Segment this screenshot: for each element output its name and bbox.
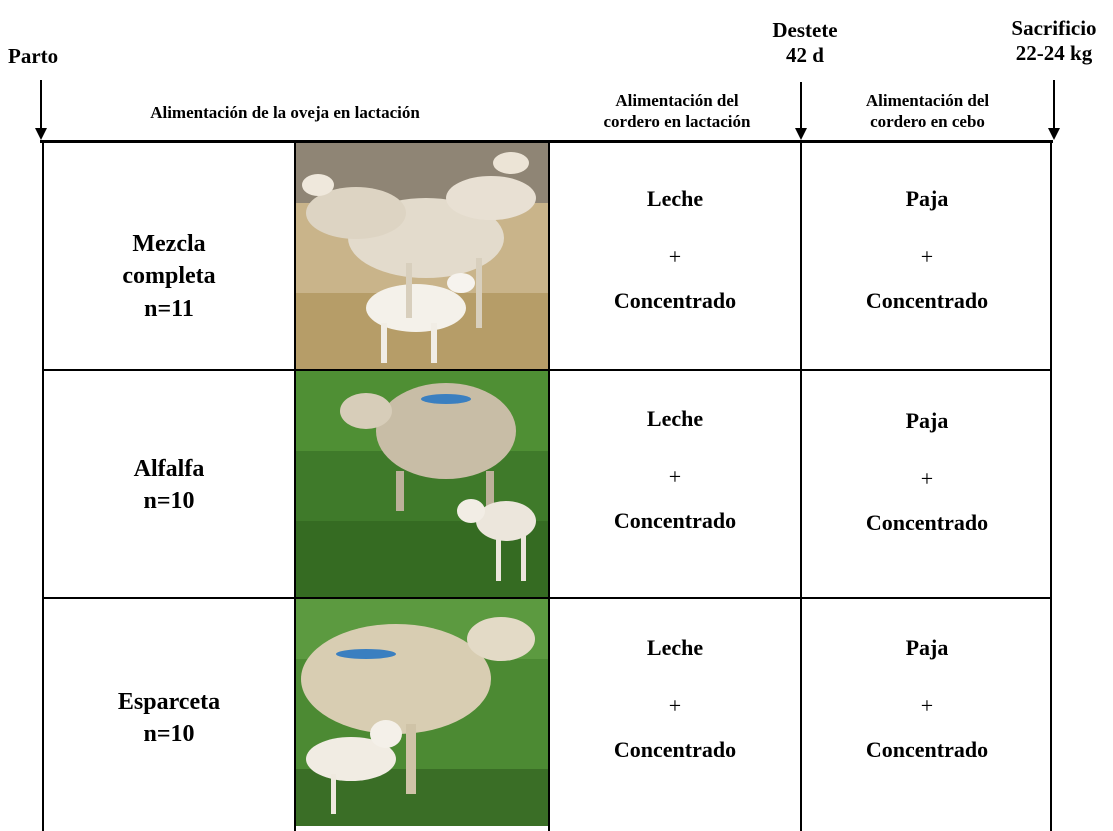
feed-a: Leche	[646, 406, 704, 431]
parto-label: Parto	[8, 44, 59, 68]
header-cordero-cebo: Alimentación del cordero en cebo	[810, 90, 1045, 133]
fattening-feed-3: Paja + Concentrado	[802, 635, 1052, 763]
feed-b: Concentrado	[865, 510, 989, 535]
feed-a: Leche	[646, 635, 704, 660]
lactation-feed-1: Leche + Concentrado	[550, 186, 800, 314]
feed-plus: +	[668, 244, 682, 269]
group-n: n=11	[144, 295, 194, 322]
parto-arrow-line	[40, 80, 42, 130]
photo-alfalfa	[296, 371, 548, 597]
feed-b: Concentrado	[613, 737, 737, 762]
feed-plus: +	[920, 466, 934, 491]
group-name-line2: completa	[122, 263, 216, 290]
feed-b: Concentrado	[865, 288, 989, 313]
feed-plus: +	[920, 244, 934, 269]
feed-a: Paja	[905, 186, 949, 211]
destete-arrow-line	[800, 82, 802, 130]
col-divider-photo-right	[548, 141, 550, 831]
header-cordero-lactacion-line1: Alimentación del	[615, 91, 739, 110]
sacrificio-label-line1: Sacrificio	[1011, 16, 1097, 40]
timeline-bar	[40, 140, 1053, 143]
group-name-mezcla: Mezcla completa n=11	[44, 228, 294, 325]
header-oveja: Alimentación de la oveja en lactación	[150, 103, 420, 122]
feed-a: Paja	[905, 408, 949, 433]
col-divider-destete	[800, 141, 802, 831]
group-name-line1: Mezcla	[132, 231, 206, 257]
lactation-feed-3: Leche + Concentrado	[550, 635, 800, 763]
feed-b: Concentrado	[865, 737, 989, 762]
fattening-feed-2: Paja + Concentrado	[802, 408, 1052, 536]
destete-label: Destete 42 d	[755, 18, 855, 68]
destete-arrowhead	[795, 128, 807, 140]
sacrificio-label: Sacrificio 22-24 kg	[995, 16, 1113, 66]
feed-b: Concentrado	[613, 288, 737, 313]
sacrificio-arrowhead	[1048, 128, 1060, 140]
header-cordero-lactacion-line2: cordero en lactación	[603, 112, 751, 132]
parto-arrowhead	[35, 128, 47, 140]
row-divider-1	[42, 369, 1052, 371]
group-name-line1: Alfalfa	[133, 456, 205, 482]
sacrificio-arrow-line	[1053, 80, 1055, 130]
col-divider-photo-left	[294, 141, 296, 831]
feed-plus: +	[668, 693, 682, 718]
group-name-esparceta: Esparceta n=10	[44, 686, 294, 751]
header-cordero-cebo-line1: Alimentación del	[865, 91, 990, 110]
photo-esparceta	[296, 599, 548, 826]
feed-plus: +	[920, 693, 934, 718]
photo-mezcla	[296, 143, 548, 369]
feed-plus: +	[668, 464, 682, 489]
fattening-feed-1: Paja + Concentrado	[802, 186, 1052, 314]
header-cordero-cebo-line2: cordero en cebo	[870, 112, 985, 132]
group-name-line1: Esparceta	[117, 689, 221, 715]
feed-a: Leche	[646, 186, 704, 211]
groups-table	[42, 141, 1052, 831]
sacrificio-label-line2: 22-24 kg	[1015, 41, 1093, 66]
header-cordero-lactacion: Alimentación del cordero en lactación	[562, 90, 792, 133]
feed-a: Paja	[905, 635, 949, 660]
feed-b: Concentrado	[613, 508, 737, 533]
destete-label-line1: Destete	[772, 18, 838, 42]
group-name-alfalfa: Alfalfa n=10	[44, 453, 294, 518]
group-n: n=10	[143, 721, 195, 748]
lactation-feed-2: Leche + Concentrado	[550, 406, 800, 534]
destete-label-line2: 42 d	[786, 43, 824, 68]
group-n: n=10	[143, 488, 195, 515]
row-divider-2	[42, 597, 1052, 599]
